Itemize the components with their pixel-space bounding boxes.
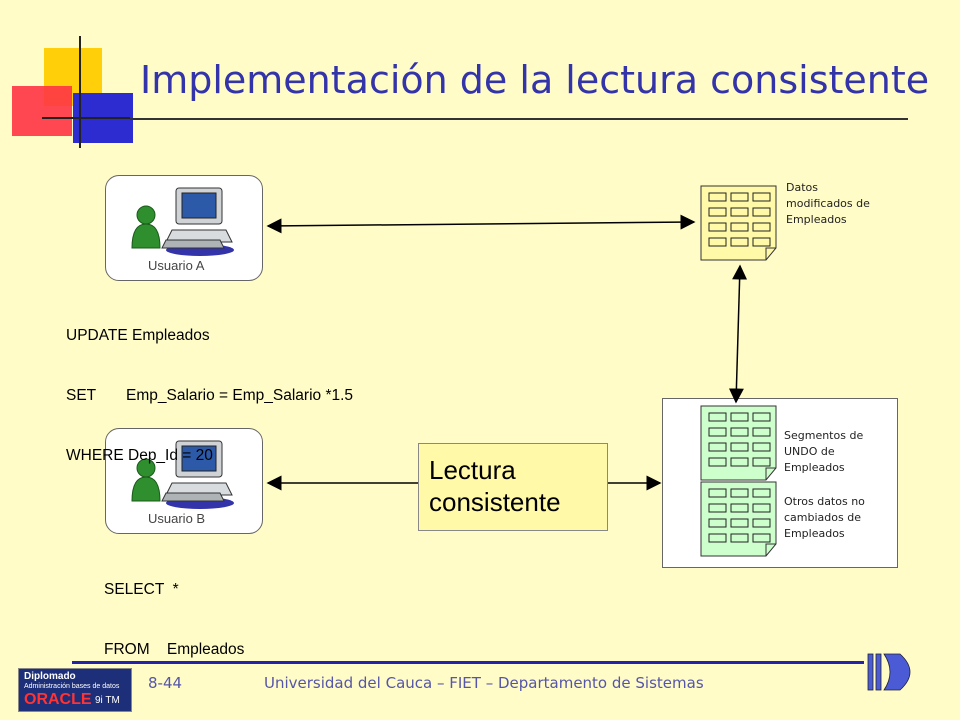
logo-line-2: Administración bases de datos <box>24 683 120 690</box>
note-line: Otros datos no <box>784 495 865 508</box>
sql-b-line: SELECT * <box>104 581 179 598</box>
note-line: cambiados de <box>784 511 861 524</box>
note-line: modificados de <box>786 197 870 210</box>
user-a-label: Usuario A <box>148 258 205 273</box>
note-line: Datos <box>786 181 818 194</box>
arrow-datos-to-undo <box>728 264 748 404</box>
next-slide-icon[interactable] <box>866 650 922 694</box>
user-b-label: Usuario B <box>148 511 206 526</box>
document-otros-datos-icon <box>700 481 777 557</box>
corner-decoration <box>12 36 133 148</box>
lectura-line: Lectura <box>429 455 516 485</box>
slide-number: 8-44 <box>148 674 183 692</box>
note-line: Empleados <box>784 527 845 540</box>
note-line: Segmentos de <box>784 429 864 442</box>
footer-rule <box>72 661 864 664</box>
lectura-consistente-box: Lectura consistente <box>418 443 608 531</box>
sql-select-statement: SELECT * FROM Empleados <box>104 540 244 680</box>
page-title: Implementación de la lectura consistente <box>140 58 930 102</box>
document-datos-modificados-icon <box>700 185 777 261</box>
note-datos-modificados: Datos modificados de Empleados <box>786 180 870 228</box>
user-b-box: Usuario B <box>105 428 263 534</box>
computer-user-icon <box>131 440 234 509</box>
sql-a-line: SET Emp_Salario = Emp_Salario *1.5 <box>66 387 354 404</box>
oracle-diplomado-logo: Diplomado Administración bases de datos … <box>18 668 132 712</box>
title-underline <box>130 118 908 120</box>
footer-text: Universidad del Cauca – FIET – Departame… <box>264 674 704 692</box>
logo-line-4: 9i TM <box>95 695 120 706</box>
lectura-line: consistente <box>429 487 561 517</box>
note-line: UNDO de <box>784 445 835 458</box>
document-undo-segments-icon <box>700 405 777 481</box>
user-a-box: Usuario A <box>105 175 263 281</box>
logo-line-3: ORACLE <box>24 691 92 708</box>
note-otros-datos: Otros datos no cambiados de Empleados <box>784 494 865 542</box>
note-undo-segments: Segmentos de UNDO de Empleados <box>784 428 863 476</box>
note-line: Empleados <box>786 213 847 226</box>
computer-user-icon <box>131 187 234 256</box>
sql-a-line: WHERE Dep_Id = 20 <box>66 447 213 464</box>
note-line: Empleados <box>784 461 845 474</box>
sql-update-statement: UPDATE Empleados SET Emp_Salario = Emp_S… <box>66 286 353 486</box>
arrow-user-a-to-datos <box>266 214 696 234</box>
logo-line-1: Diplomado <box>24 671 76 682</box>
sql-b-line: FROM Empleados <box>104 641 245 658</box>
sql-a-line: UPDATE Empleados <box>66 327 210 344</box>
